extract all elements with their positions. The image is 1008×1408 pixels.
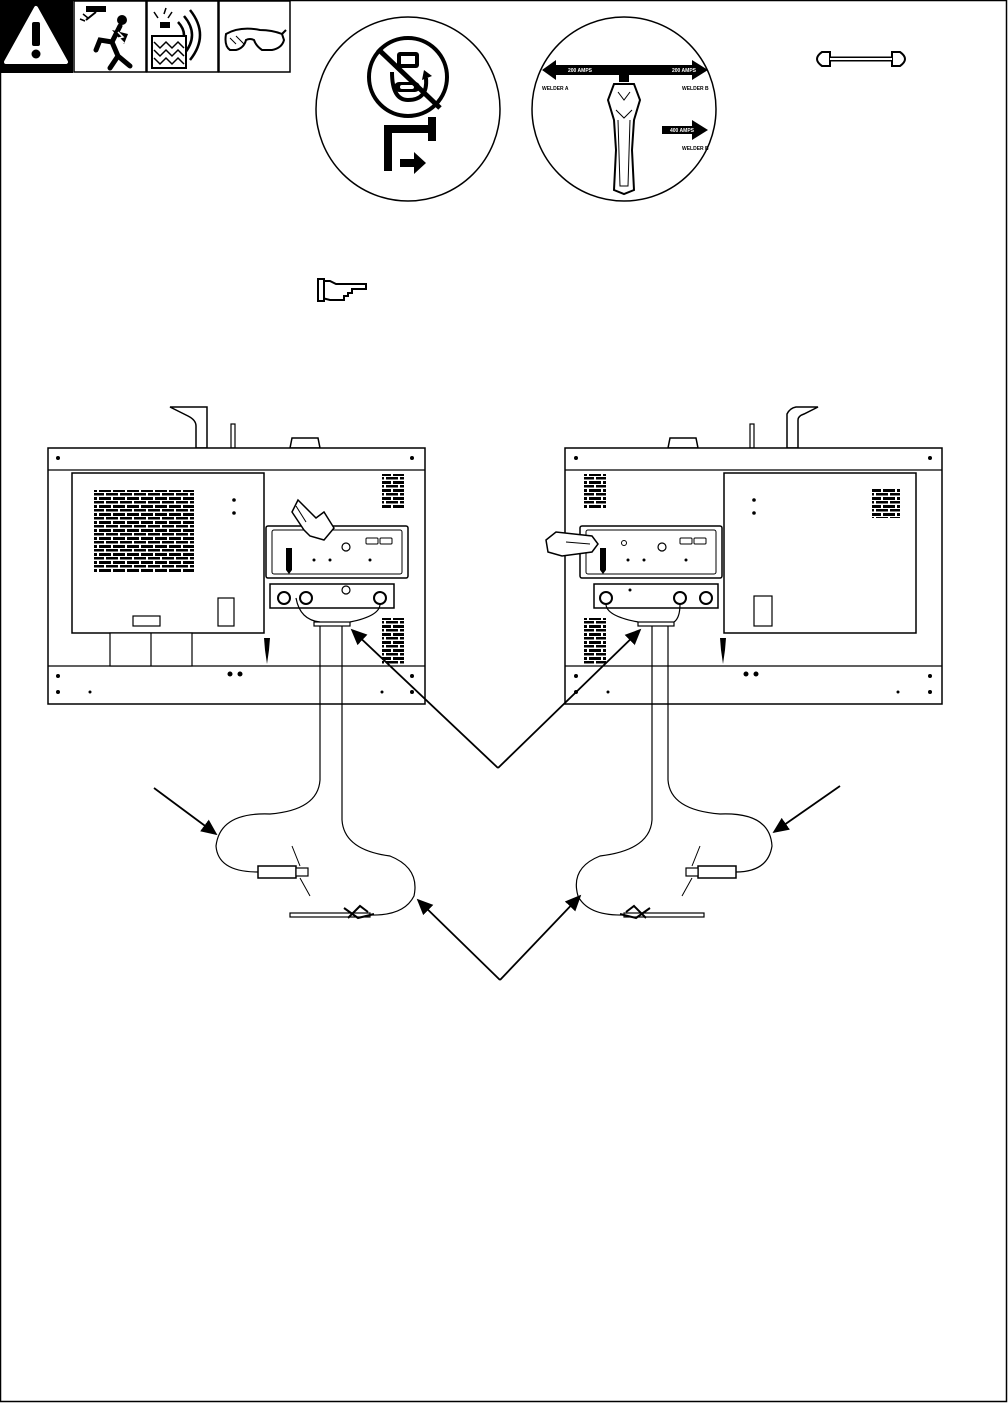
warning-icon — [0, 0, 73, 73]
left-welder-generator — [48, 407, 425, 704]
welder-b-top-label: WELDER B — [682, 86, 709, 92]
wrench-icon — [817, 52, 905, 66]
electric-shock-icon — [74, 1, 146, 72]
hot-surface-icon — [147, 1, 218, 72]
right-electrode-holder — [682, 846, 736, 896]
pointing-hand-icon — [318, 279, 366, 301]
welder-b-bottom-label: WELDER B — [682, 146, 709, 152]
split-label-right: 200 AMPS — [672, 68, 697, 74]
single-label: 400 AMPS — [670, 128, 695, 134]
right-welder-generator — [546, 407, 942, 704]
split-label-left: 200 AMPS — [568, 68, 593, 74]
left-electrode-holder — [258, 846, 310, 896]
no-engine-start-circle — [316, 17, 500, 201]
no-engine-start-icon — [369, 38, 447, 116]
left-work-clamp — [290, 906, 374, 918]
welder-a-label: WELDER A — [542, 86, 569, 92]
right-work-clamp — [620, 906, 704, 918]
amperage-split-circle: 200 AMPS 200 AMPS WELDER A WELDER B 400 … — [532, 17, 716, 201]
safety-glasses-icon — [219, 1, 290, 72]
